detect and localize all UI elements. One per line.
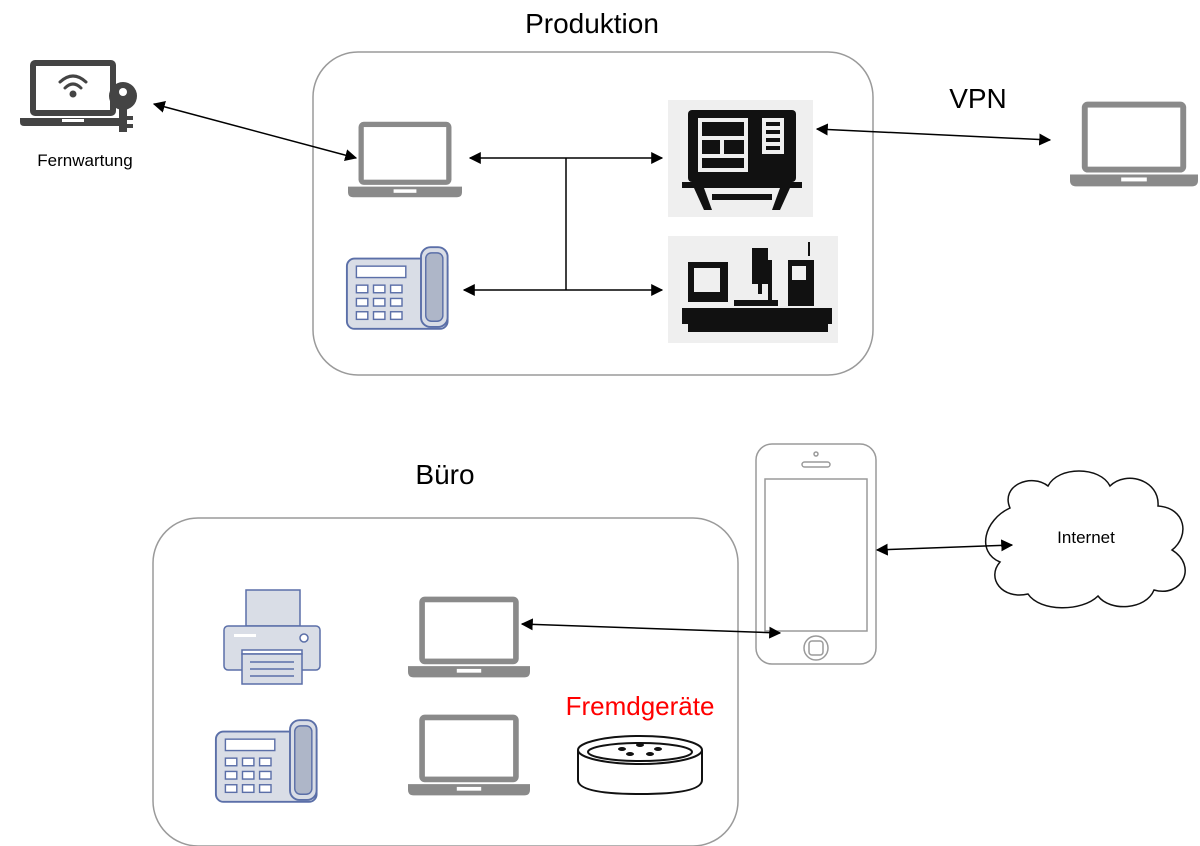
buero-desk-phone-icon (214, 719, 318, 803)
cnc-machine-icon (668, 100, 813, 217)
buero-title: Büro (415, 459, 474, 490)
fernwartung-label: Fernwartung (37, 151, 132, 170)
internet-label: Internet (1057, 528, 1115, 547)
cloud-icon (984, 470, 1186, 609)
vpn-label: VPN (949, 83, 1007, 114)
produktion-desk-phone-icon (345, 246, 449, 330)
produktion-title: Produktion (525, 8, 659, 39)
vpn-laptop-icon (1070, 101, 1198, 187)
smart-speaker-icon (577, 735, 703, 796)
connector-cnc-vpn (815, 123, 1052, 146)
connector-laptop-smartphone (520, 618, 782, 639)
printer-icon (223, 589, 321, 685)
laptop-wifi-key-icon (20, 60, 137, 132)
connector-fernwartung-laptop (152, 100, 358, 162)
smartphone-icon (755, 443, 877, 665)
cnc-lathe-icon (668, 236, 838, 343)
connections (152, 100, 1052, 639)
connector-phone-internet (875, 539, 1014, 556)
fremdgeraete-label: Fremdgeräte (566, 691, 715, 721)
